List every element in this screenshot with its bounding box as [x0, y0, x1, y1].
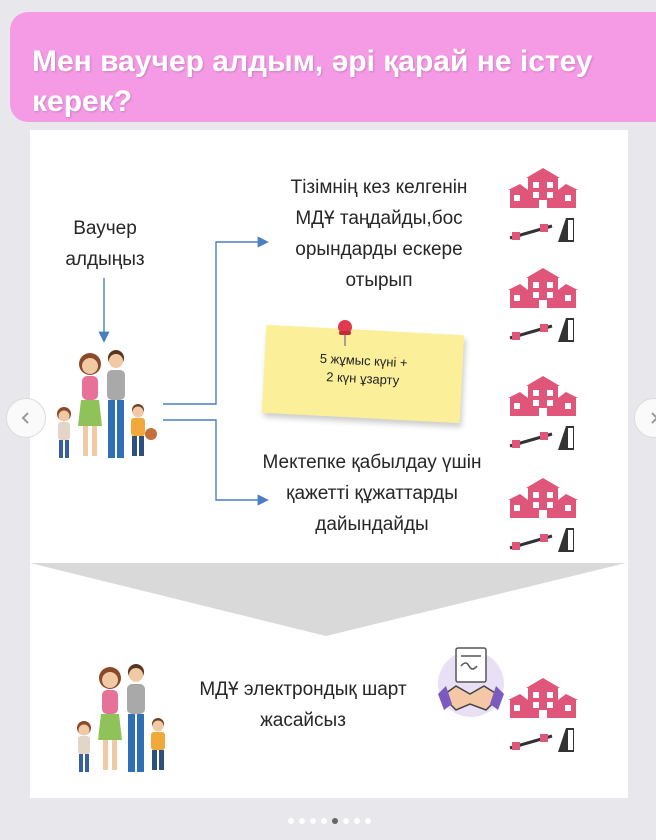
family-icon [57, 350, 157, 458]
carousel-dot[interactable] [354, 818, 360, 824]
voucher-text: Ваучер алдыңыз [65, 218, 145, 270]
kindergarten-building-icon [508, 376, 578, 450]
documents-text: Мектепке қабылдау үшін қажетті құжаттард… [262, 452, 482, 535]
carousel-dot[interactable] [321, 818, 327, 824]
carousel-dot[interactable] [288, 818, 294, 824]
kindergarten-building-icon [508, 268, 578, 342]
page-title: Мен ваучер алдым, әрі қарай не істеу кер… [32, 45, 593, 118]
sticky-note: 5 жұмыс күні + 2 күн ұзарту [261, 324, 465, 424]
carousel-dot[interactable] [343, 818, 349, 824]
carousel-dot[interactable] [299, 818, 305, 824]
carousel-dot[interactable] [365, 818, 371, 824]
pin-icon [338, 320, 352, 346]
carousel-dots [288, 818, 371, 824]
chevron-left-icon [21, 412, 29, 424]
carousel-dot[interactable] [310, 818, 316, 824]
header-banner: Мен ваучер алдым, әрі қарай не істеу кер… [10, 12, 656, 122]
carousel-dot[interactable] [332, 818, 338, 824]
contract-text: МДҰ электрондық шарт жасайсыз [199, 679, 407, 731]
sticky-note-text: 5 жұмыс күні + 2 күн ұзарту [319, 350, 408, 388]
choose-kindergarten-text: Тізімнің кез келгенін МДҰ таңдайды,бос о… [290, 177, 468, 291]
handshake-contract-icon [438, 647, 504, 717]
kindergarten-building-icon [508, 168, 578, 242]
chevron-right-icon [651, 412, 656, 424]
family-bottom-icon [77, 664, 165, 772]
kindergarten-building-icon [508, 478, 578, 552]
kindergarten-building-icon [508, 678, 578, 752]
carousel-prev-button[interactable] [6, 398, 46, 438]
